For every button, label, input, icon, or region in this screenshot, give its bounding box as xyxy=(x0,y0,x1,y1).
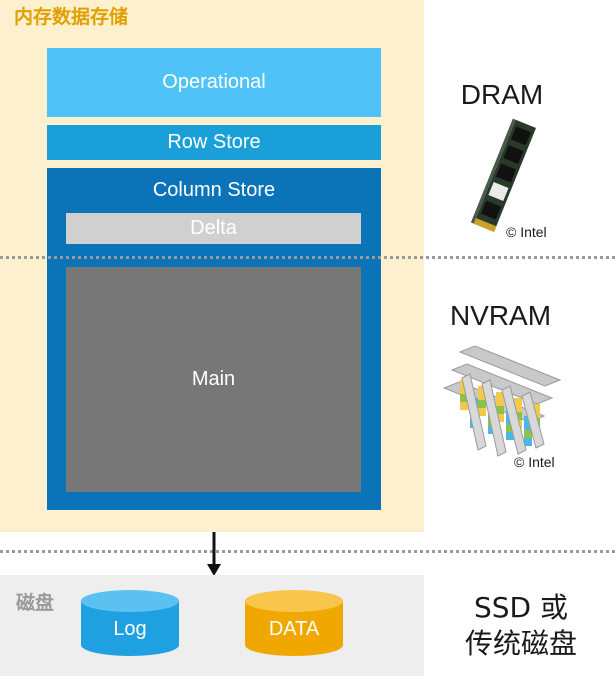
dram-nvram-divider xyxy=(0,256,615,259)
column-store-label: Column Store xyxy=(152,179,276,201)
down-arrow-icon xyxy=(204,532,224,578)
data-cylinder-icon xyxy=(244,589,344,659)
delta-box: Delta xyxy=(66,213,361,244)
memory-storage-title: 内存数据存储 xyxy=(14,6,129,28)
operational-box: Operational xyxy=(47,48,381,117)
intel-credit-nvram: © Intel xyxy=(514,454,555,470)
dram-module-icon xyxy=(460,118,550,238)
intel-credit-dram: © Intel xyxy=(506,224,547,240)
memory-disk-divider xyxy=(0,550,615,553)
column-store-box: Column Store Delta Main xyxy=(47,168,381,510)
data-label: DATA xyxy=(268,618,320,640)
dram-label: DRAM xyxy=(460,79,544,110)
ssd-label-line2: 传统磁盘 xyxy=(464,627,577,660)
log-label: Log xyxy=(113,618,147,640)
main-box: Main xyxy=(66,267,361,492)
nvram-label: NVRAM xyxy=(449,300,552,331)
nvram-crosspoint-icon xyxy=(440,342,570,457)
ssd-label-line1: SSD 或 xyxy=(473,591,568,624)
ssd-or-disk-label: SSD 或 传统磁盘 xyxy=(436,590,606,662)
disk-panel xyxy=(0,575,424,676)
disk-title: 磁盘 xyxy=(16,592,55,614)
log-cylinder-icon xyxy=(80,589,180,659)
row-store-box: Row Store xyxy=(47,125,381,160)
